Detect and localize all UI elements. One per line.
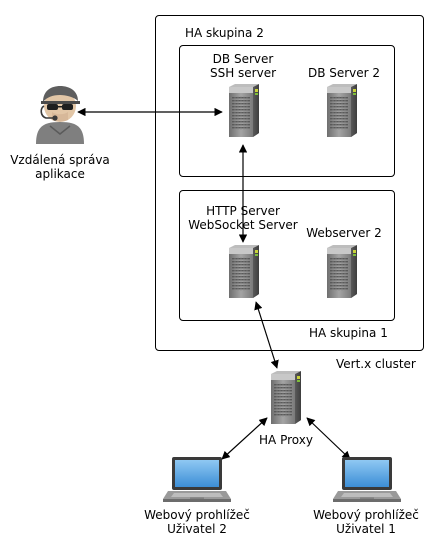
db-server-2-label: DB Server 2: [307, 66, 381, 80]
db-server-icon: [228, 83, 260, 138]
client-right-label: Webový prohlížeč Uživatel 1: [306, 508, 426, 536]
ha-proxy-label: HA Proxy: [259, 433, 313, 447]
ha-group-2-label: HA skupina 2: [185, 26, 264, 40]
client-left-label-line1: Webový prohlížeč: [144, 508, 250, 522]
ha-group-1-box: [179, 190, 395, 321]
db-server-label-line2: SSH server: [209, 66, 277, 80]
client-left-label: Webový prohlížeč Uživatel 2: [137, 508, 257, 536]
vertx-cluster-box: [155, 15, 424, 351]
client-right-label-line1: Webový prohlížeč: [313, 508, 419, 522]
admin-label-line1: Vzdálená správa: [10, 153, 110, 167]
connectors: [77, 107, 351, 460]
right-laptop-icon: [333, 457, 401, 502]
webserver-2-label: Webserver 2: [306, 226, 382, 240]
admin-label-line2: aplikace: [35, 167, 85, 181]
webserver-2-icon: [326, 244, 358, 299]
db-server-label-line1: DB Server: [212, 52, 274, 66]
db-server-label: DB Server SSH server: [190, 52, 296, 80]
ha-proxy-icon: [270, 370, 302, 425]
http-proxy-link: [254, 301, 279, 369]
client-left-label-line2: Uživatel 2: [167, 522, 227, 536]
http-server-icon: [228, 244, 260, 299]
admin-label: Vzdálená správa aplikace: [8, 153, 112, 181]
db-server-2-icon: [326, 83, 358, 138]
admin-person-icon: [35, 85, 85, 145]
client-right-label-line2: Uživatel 1: [336, 522, 396, 536]
proxy-left-client-link: [221, 417, 268, 460]
left-laptop-icon: [163, 457, 231, 502]
ha-group-1-label: HA skupina 1: [309, 326, 388, 340]
proxy-right-client-link: [306, 417, 351, 460]
vertx-cluster-label: Vert.x cluster: [336, 357, 416, 371]
